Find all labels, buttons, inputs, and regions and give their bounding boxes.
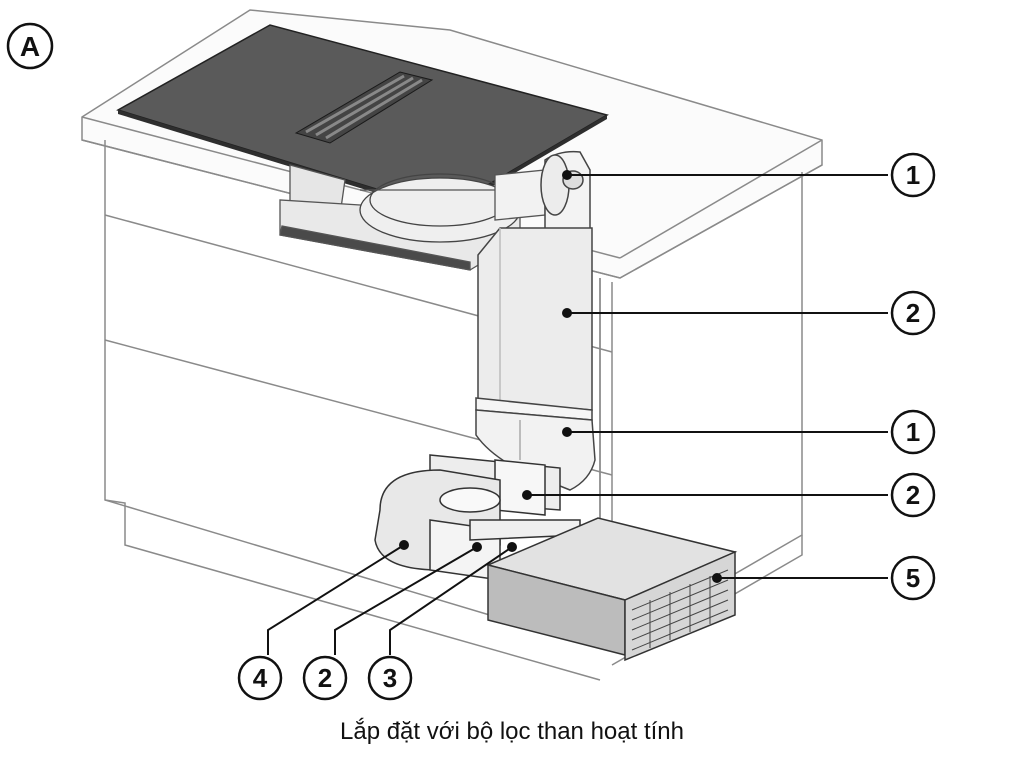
callout-label: 1 <box>906 417 920 447</box>
callout-label: 3 <box>383 663 397 693</box>
figure-caption: Lắp đặt với bộ lọc than hoạt tính <box>340 718 684 745</box>
callout-label: 2 <box>906 480 920 510</box>
leader-lines <box>267 174 888 655</box>
callout-label: 5 <box>906 563 920 593</box>
filter-grille <box>631 569 729 651</box>
horizontal-duct <box>374 454 581 581</box>
vertical-duct <box>475 227 593 421</box>
callout-1-top: 1 <box>890 152 936 198</box>
callout-2-upper: 2 <box>890 290 936 336</box>
callout-label: 4 <box>253 663 268 693</box>
figure-label: A <box>20 31 40 62</box>
fan-housing <box>279 164 546 271</box>
elbow-top <box>540 150 591 231</box>
charcoal-filter-box <box>485 517 738 662</box>
figure-label-badge: A <box>6 22 54 70</box>
callout-label: 1 <box>906 160 920 190</box>
callout-1-middle: 1 <box>890 409 936 455</box>
callout-label: 2 <box>318 663 332 693</box>
leader-dots <box>399 170 722 583</box>
callout-2-middle: 2 <box>890 472 936 518</box>
callout-2-bottom: 2 <box>302 655 348 701</box>
callout-4: 4 <box>237 655 283 701</box>
callout-5: 5 <box>890 555 936 601</box>
callout-label: 2 <box>906 298 920 328</box>
callout-3: 3 <box>367 655 413 701</box>
